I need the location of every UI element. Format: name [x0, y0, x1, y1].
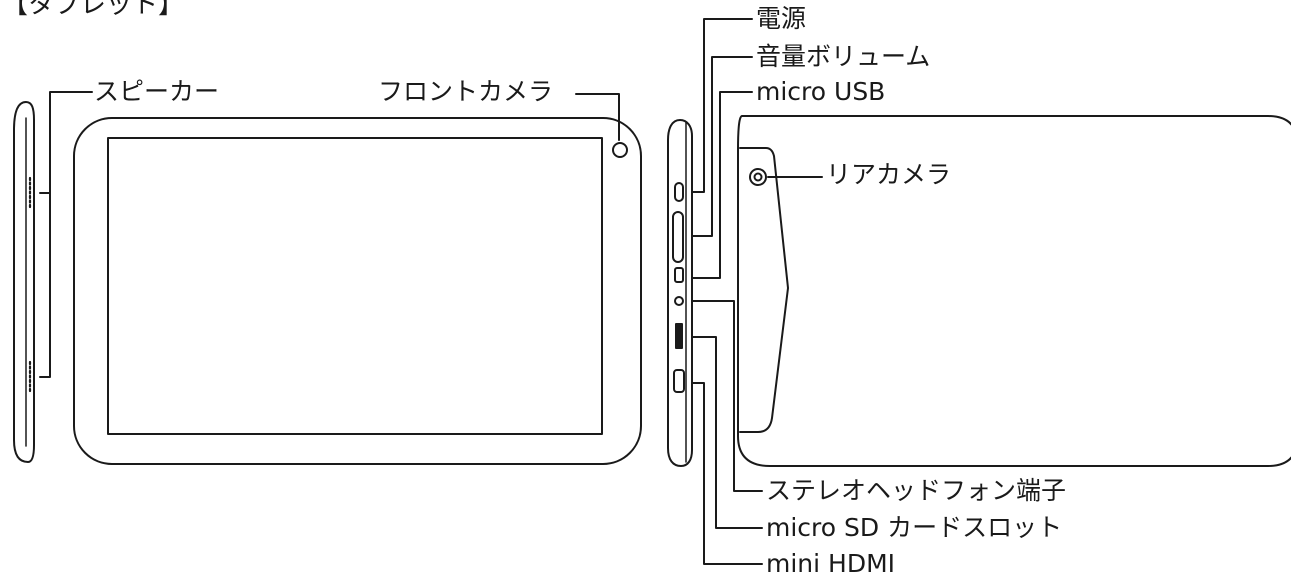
diagram-title: 【タブレット】 [2, 0, 185, 20]
micro-usb-port [674, 267, 684, 283]
headphone-label: ステレオヘッドフォン端子 [766, 476, 1067, 505]
micro-usb-label: micro USB [756, 77, 886, 106]
micro-sd-label: micro SD カードスロット [766, 513, 1063, 542]
micro-sd-slot [675, 323, 683, 349]
front-camera-lens [612, 142, 628, 158]
tablet-side-view-left [13, 101, 35, 463]
power-button [674, 182, 684, 202]
mini-hdmi-port [673, 369, 685, 393]
volume-label: 音量ボリューム [756, 42, 931, 71]
leader-lines [39, 18, 823, 565]
power-label: 電源 [756, 4, 807, 33]
screen [107, 137, 603, 435]
speaker-label: スピーカー [94, 77, 220, 106]
front-camera-label: フロントカメラ [378, 77, 554, 106]
mini-hdmi-label: mini HDMI [766, 549, 896, 578]
rear-camera-lens-inner [753, 172, 763, 182]
rear-camera-label: リアカメラ [826, 160, 952, 189]
rear-camera-lens-outer [749, 168, 767, 186]
tablet-front-view [73, 117, 642, 465]
volume-button [672, 211, 684, 263]
headphone-jack [674, 296, 684, 306]
tablet-back-view [737, 115, 1291, 467]
tablet-side-view-right [667, 119, 693, 467]
back-camera-panel [739, 147, 789, 433]
